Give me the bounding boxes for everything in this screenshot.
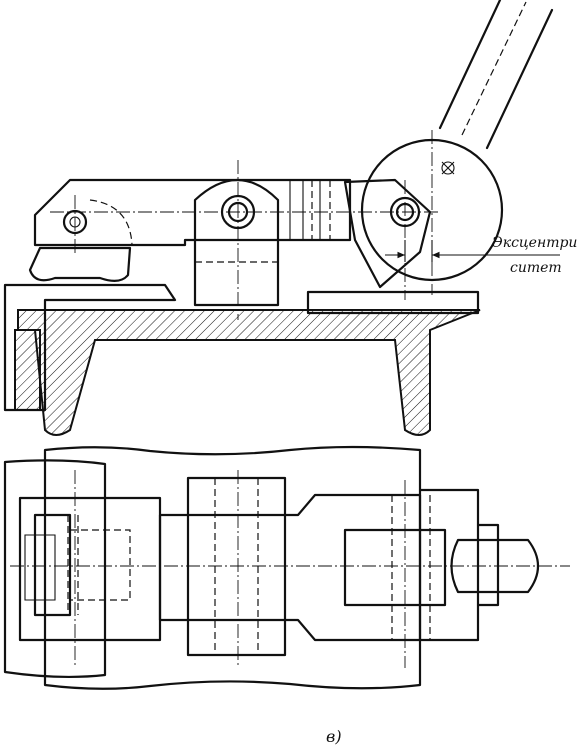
annotation-line2: ситет: [510, 260, 562, 276]
elevation-view: Эксцентри ситет: [3, 0, 577, 436]
pressure-shoe: [28, 246, 132, 282]
annotation-line1: Эксцентри: [492, 235, 577, 251]
figure-caption: в): [326, 727, 342, 746]
center-lines: [50, 130, 440, 320]
left-pin: [62, 199, 133, 246]
rocker-beam: [33, 178, 432, 289]
plan-plate: [43, 445, 422, 690]
base-section: [14, 309, 481, 436]
left-workpiece: [3, 283, 177, 412]
plan-view: [3, 445, 570, 690]
eccentricity-dimension: Эксцентри ситет: [385, 235, 577, 276]
lever-handle: [438, 0, 554, 150]
pivot-support: [193, 179, 280, 307]
right-workpiece: [306, 290, 480, 315]
